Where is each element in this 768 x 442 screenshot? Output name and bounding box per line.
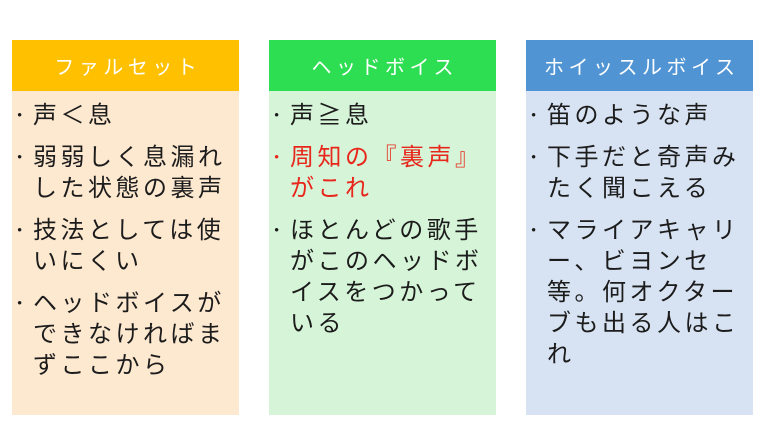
bullet-dot-icon: • — [531, 108, 537, 124]
bullet-item: • 下手だと奇声みたく聞こえる — [531, 143, 748, 205]
column-header: ヘッドボイス — [269, 40, 496, 91]
bullet-item: • 技法としては使いにくい — [17, 216, 234, 278]
bullet-item: • 周知の『裏声』がこれ — [274, 143, 491, 205]
bullet-item: • 笛のような声 — [531, 101, 748, 132]
bullet-item: • 弱弱しく息漏れした状態の裏声 — [17, 143, 234, 205]
column-header: ファルセット — [12, 40, 239, 91]
bullet-text: マライアキャリー、ビヨンセ等。何オクターブも出る人はこれ — [547, 218, 740, 368]
bullet-dot-icon: • — [531, 223, 537, 239]
bullet-text: 笛のような声 — [547, 103, 712, 129]
column-title: ホイッスルボイス — [544, 57, 740, 79]
bullet-text: 周知の『裏声』がこれ — [290, 145, 483, 202]
bullet-item: • 声＜息 — [17, 101, 234, 132]
bullet-dot-icon: • — [274, 223, 280, 239]
bullet-text: 声＜息 — [33, 103, 116, 129]
bullet-dot-icon: • — [531, 150, 537, 166]
bullet-text: 弱弱しく息漏れした状態の裏声 — [33, 145, 226, 202]
voice-column-whistle-voice: ホイッスルボイス • 笛のような声 • 下手だと奇声みたく聞こえる • マライア… — [526, 40, 753, 415]
bullet-item: • ほとんどの歌手がこのヘッドボイスをつかっている — [274, 216, 491, 340]
column-title: ヘッドボイス — [311, 57, 458, 79]
voice-column-falsetto: ファルセット • 声＜息 • 弱弱しく息漏れした状態の裏声 • 技法としては使い… — [12, 40, 239, 415]
bullet-dot-icon: • — [17, 223, 23, 239]
bullet-text: ほとんどの歌手がこのヘッドボイスをつかっている — [290, 218, 483, 337]
column-body: • 声≧息 • 周知の『裏声』がこれ • ほとんどの歌手がこのヘッドボイスをつか… — [269, 91, 496, 415]
column-header: ホイッスルボイス — [526, 40, 753, 91]
column-body: • 声＜息 • 弱弱しく息漏れした状態の裏声 • 技法としては使いにくい • ヘ… — [12, 91, 239, 415]
voice-column-head-voice: ヘッドボイス • 声≧息 • 周知の『裏声』がこれ • ほとんどの歌手がこのヘッ… — [269, 40, 496, 415]
bullet-text: ヘッドボイスができなければまずここから — [33, 291, 226, 379]
column-title: ファルセット — [54, 57, 202, 79]
voice-type-columns: ファルセット • 声＜息 • 弱弱しく息漏れした状態の裏声 • 技法としては使い… — [12, 40, 753, 415]
bullet-item: • ヘッドボイスができなければまずここから — [17, 289, 234, 382]
bullet-text: 技法としては使いにくい — [33, 218, 225, 275]
bullet-text: 声≧息 — [290, 103, 373, 129]
bullet-dot-icon: • — [274, 150, 280, 166]
bullet-item: • マライアキャリー、ビヨンセ等。何オクターブも出る人はこれ — [531, 216, 748, 371]
bullet-dot-icon: • — [17, 108, 23, 124]
bullet-dot-icon: • — [274, 108, 280, 124]
bullet-item: • 声≧息 — [274, 101, 491, 132]
column-body: • 笛のような声 • 下手だと奇声みたく聞こえる • マライアキャリー、ビヨンセ… — [526, 91, 753, 415]
bullet-dot-icon: • — [17, 296, 23, 312]
bullet-text: 下手だと奇声みたく聞こえる — [547, 145, 740, 202]
bullet-dot-icon: • — [17, 150, 23, 166]
